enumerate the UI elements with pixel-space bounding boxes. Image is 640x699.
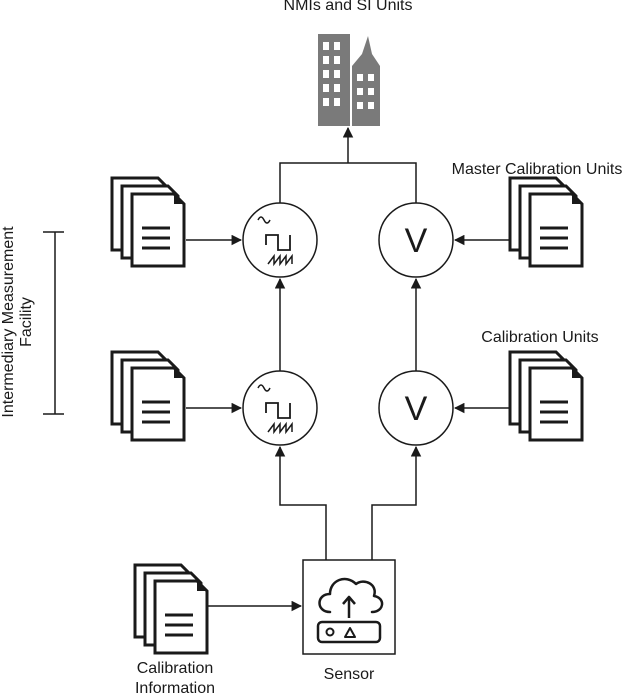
signal-generator-icon-cal [242,370,318,446]
voltmeter-icon-master: V [378,202,454,278]
voltmeter-icon-cal: V [378,370,454,446]
label-calibration-info-line1: Calibration [136,660,214,677]
label-master-calibration-units: Master Calibration Units [451,161,623,178]
building-icon [318,34,380,126]
label-facility-line2: Facility [18,297,35,347]
cloud-sensor-icon [302,559,396,655]
document-stack-icon-master-left [110,176,186,268]
label-sensor: Sensor [323,666,375,683]
document-stack-icon-calibration-info [133,563,209,655]
label-calibration-units: Calibration Units [481,329,599,346]
connector-master-to-si [279,126,417,203]
voltmeter-glyph: V [405,222,428,260]
voltmeter-glyph: V [405,390,428,428]
label-nmis-si-units: NMIs and SI Units [283,0,413,14]
arrow-sensor-to-voltmeter [371,445,422,560]
label-facility-line1: Intermediary Measurement [0,226,17,418]
signal-generator-icon-master [242,202,318,278]
facility-bracket [43,231,64,415]
document-stack-icon-master-right [508,176,584,268]
document-stack-icon-cal-right [508,350,584,442]
arrow-sensor-to-signal [274,445,327,560]
label-calibration-info-line2: Information [134,680,216,697]
label-intermediary-measurement-facility: Intermediary Measurement Facility [0,212,36,432]
document-stack-icon-cal-left [110,350,186,442]
label-calibration-information: Calibration Information [110,659,240,699]
